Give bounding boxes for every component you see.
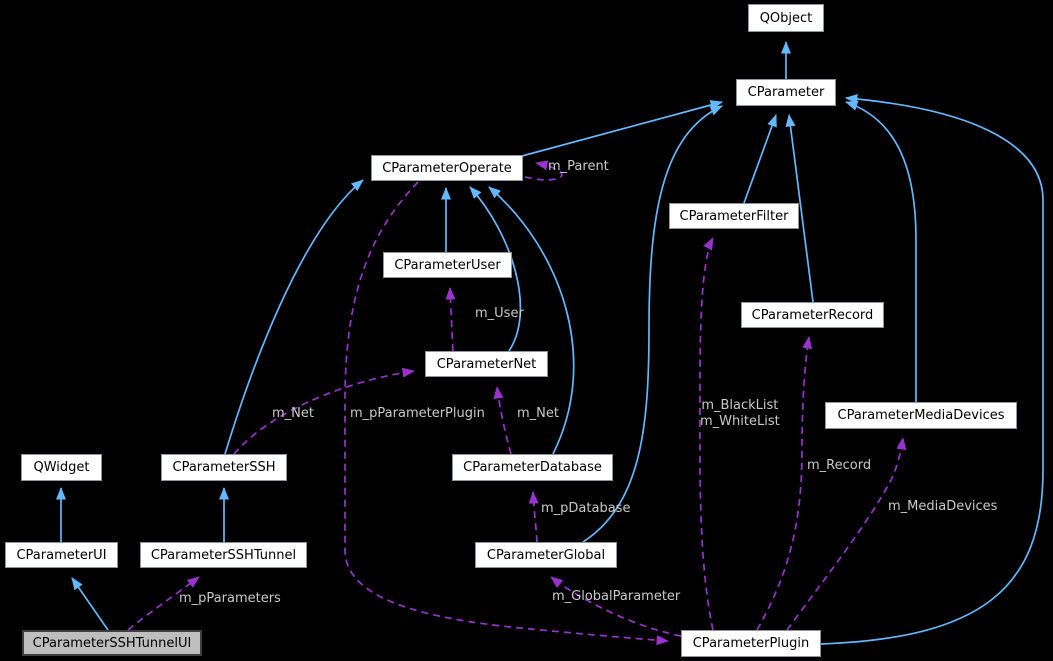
node-cparameter[interactable]: CParameter — [736, 79, 836, 106]
edge-label-m-user: m_User — [475, 306, 524, 321]
edge-inherit-cparameterdatabase-to-cparameteroperate — [488, 186, 575, 455]
edge-label-m-mediadevices: m_MediaDevices — [888, 499, 998, 514]
edge-usage-cparameterdatabase-m-net-cparameternet — [493, 386, 512, 455]
edge-label-m-parent: m_Parent — [548, 159, 609, 174]
edge-inherit-cparameternet-to-cparameteroperate — [469, 186, 522, 352]
edge-inherit-cparameterrecord-to-cparameter — [785, 114, 814, 303]
node-cparameternet[interactable]: CParameterNet — [425, 351, 548, 377]
edge-label-m-blacklist-whitelist: m_BlackList m_WhiteList — [700, 398, 780, 430]
node-cparameterui[interactable]: CParameterUI — [5, 542, 118, 568]
edge-usage-cparameterplugin-m-record-cparameterrecord — [756, 336, 813, 631]
node-cparameterrecord[interactable]: CParameterRecord — [741, 302, 884, 328]
node-cparametermediadevices[interactable]: CParameterMediaDevices — [825, 402, 1017, 429]
edge-usage-cparameterplugin-m-globalparameter-cparameterglobal — [550, 576, 682, 637]
edge-inherit-cparametersshtunnelui-to-cparameterui — [71, 577, 109, 631]
edge-inherit-cparameterglobal-to-cparameter — [582, 105, 723, 543]
edge-inherit-cparameterplugin-to-cparameter — [820, 94, 1044, 645]
node-cparameteruser[interactable]: CParameterUser — [383, 252, 512, 278]
node-cparameterdatabase[interactable]: CParameterDatabase — [452, 454, 613, 481]
node-cparameterglobal[interactable]: CParameterGlobal — [475, 542, 617, 568]
edge-usage-cparameterglobal-m-pdatabase-cparameterdatabase — [528, 491, 539, 543]
edge-inherit-cparameterfilter-to-cparameter — [743, 114, 777, 204]
edge-label-m-pdatabase: m_pDatabase — [541, 501, 631, 516]
edge-usage-cparameterplugin-m-blacklist-whitelist-cparameterfilter — [699, 237, 714, 631]
node-cparametersshtunnel[interactable]: CParameterSSHTunnel — [140, 542, 307, 568]
edge-label-m-blacklist: m_BlackList — [701, 398, 779, 413]
edge-label-m-globalparameter: m_GlobalParameter — [552, 589, 681, 604]
edge-usage-cparameternet-m-user-cparameteruser — [445, 287, 456, 352]
edge-inherit-cparametermediadevices-to-cparameter — [845, 101, 917, 402]
edge-usage-m-parent-selfloop-cparameteroperate — [524, 160, 563, 181]
edge-usage-cparameterplugin-m-mediadevices-cparametermediadevices — [786, 437, 907, 631]
edge-label-m-record: m_Record — [807, 458, 872, 473]
edge-label-m-pparameters: m_pParameters — [179, 591, 281, 606]
edge-inherit-cparameteroperate-to-cparameter — [521, 100, 723, 157]
edge-usage-cparameteroperate-m-pparameterplugin-cparameterplugin — [344, 181, 669, 646]
node-cparametersshtunnelui-current: CParameterSSHTunnelUI — [22, 630, 202, 656]
edge-usage-cparameterssh-m-net-cparameternet — [233, 367, 415, 455]
node-cparameteroperate[interactable]: CParameterOperate — [371, 155, 523, 181]
edge-label-m-whitelist: m_WhiteList — [700, 414, 780, 429]
edge-label-m-net-right: m_Net — [517, 406, 559, 421]
node-qwidget[interactable]: QWidget — [21, 454, 102, 481]
edge-label-m-pparameterplugin: m_pParameterPlugin — [350, 406, 485, 421]
edge-inherit-cparameterssh-to-cparameteroperate — [224, 179, 364, 455]
node-cparameterfilter[interactable]: CParameterFilter — [669, 203, 799, 229]
edge-label-m-net-left: m_Net — [272, 406, 314, 421]
node-cparameterplugin[interactable]: CParameterPlugin — [681, 630, 821, 657]
node-qobject[interactable]: QObject — [748, 4, 824, 32]
node-cparameterssh[interactable]: CParameterSSH — [161, 454, 287, 481]
